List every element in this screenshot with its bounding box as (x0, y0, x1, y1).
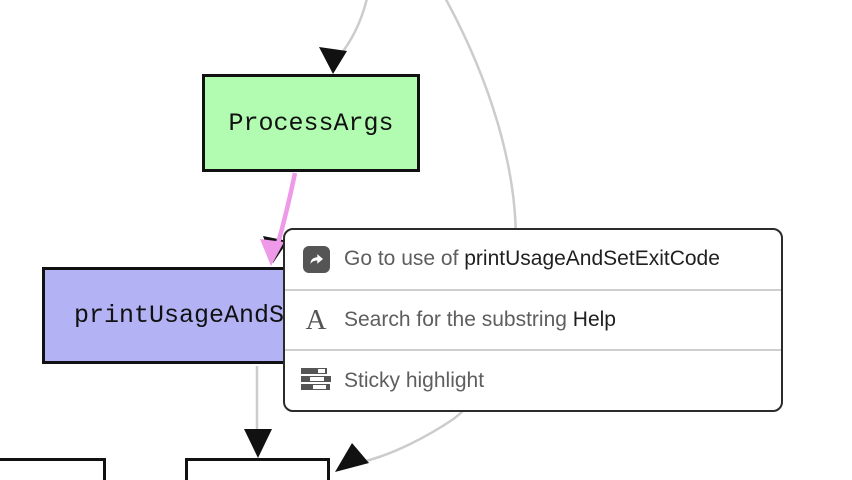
menu-item-label: Go to use of (344, 247, 465, 271)
node-label: ProcessArgs (228, 108, 394, 138)
go-to-use-icon (301, 245, 331, 273)
arrowhead-down (244, 429, 272, 458)
menu-item-go-to-use[interactable]: Go to use of printUsageAndSetExitCode (285, 230, 781, 289)
context-menu: Go to use of printUsageAndSetExitCode A … (283, 228, 783, 412)
node-partial-bottom-middle[interactable] (185, 458, 330, 480)
menu-item-label: Sticky highlight (344, 368, 485, 392)
menu-item-argument: printUsageAndSetExitCode (464, 247, 720, 271)
arrowhead-into-process-args (319, 47, 347, 74)
node-process-args[interactable]: ProcessArgs (202, 74, 420, 172)
sticky-highlight-icon (301, 368, 331, 393)
node-partial-bottom-left[interactable] (0, 458, 106, 480)
menu-item-label: Search for the substring (344, 308, 573, 331)
edge-into-process-args (337, 0, 368, 59)
menu-item-search-substring[interactable]: A Search for the substring Help (285, 288, 781, 350)
menu-item-argument: Help (572, 308, 616, 331)
substring-search-icon: A (305, 303, 327, 336)
arrowhead-bypass (335, 443, 369, 472)
menu-item-sticky-highlight[interactable]: Sticky highlight (285, 349, 781, 410)
arrowhead-pink (260, 239, 284, 266)
